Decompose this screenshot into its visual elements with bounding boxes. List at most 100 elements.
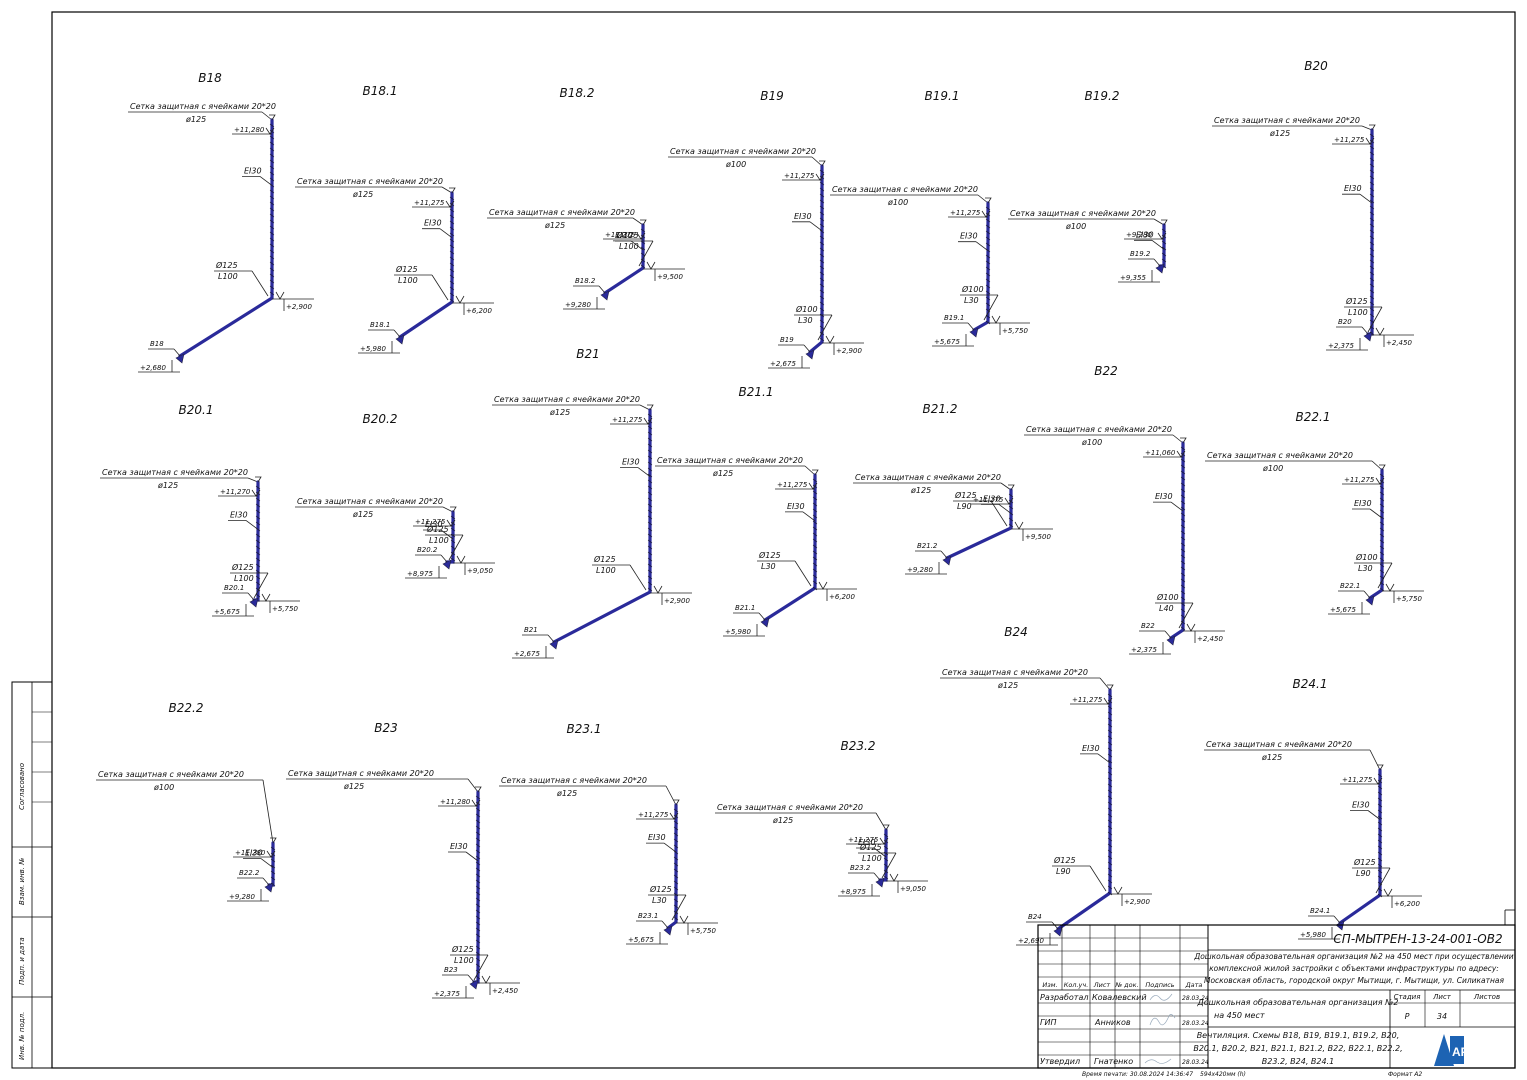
scheme-title: B23.2 [841,739,876,753]
fire-rating-label: EI30 [1352,801,1370,810]
elevation-base: +5,750 [272,605,298,613]
fire-rating-label: EI30 [1136,230,1154,239]
segment-length: L100 [1348,308,1368,317]
net-diameter: ø125 [549,408,570,417]
segment-diameter: Ø100 [1355,552,1378,562]
scheme-tag: B19.2 [1130,250,1151,258]
stamp-podp-data: Подп. и дата [18,937,26,985]
elevation-bottom: +2,680 [140,364,166,372]
segment-diameter: Ø100 [795,304,818,314]
drawing-line-3: В23.2, В24, В24.1 [1262,1057,1334,1066]
sheet-frame [51,11,1516,1069]
stamp-inv-podl: Инв. № подл. [18,1012,26,1060]
elevation-bottom: +5,675 [628,936,654,944]
elevation-bottom: +9,355 [1120,274,1146,282]
elevation-base: +2,900 [664,597,690,605]
role-gip: ГИП [1040,1018,1056,1027]
elevation-top: +11,275 [848,836,879,844]
scheme-tag: B19 [780,336,794,344]
scheme-title: B20.1 [179,403,214,417]
scheme-title: B19.2 [1085,89,1120,103]
stamp-vzam-inv: Взам. инв. № [18,857,26,905]
net-diameter: ø125 [1269,129,1290,138]
segment-diameter: Ø125 [451,944,474,954]
format-label: Формат А2 [1388,1071,1422,1078]
elevation-bottom: +2,375 [1131,646,1157,654]
stamp-soglasovano: Согласовано [18,763,26,810]
paper-size: 594x420мм (h) [1200,1071,1246,1078]
stage-header: Стадия [1394,993,1421,1001]
fire-rating-label: EI30 [1082,744,1100,753]
elevation-base: +9,050 [467,567,493,575]
scheme-title: B22.2 [169,701,204,715]
elevation-bottom: +2,690 [1018,937,1044,945]
net-diameter: ø125 [343,782,364,791]
elevation-bottom: +2,675 [514,650,540,658]
net-diameter: ø125 [185,115,206,124]
segment-diameter: Ø125 [616,230,639,240]
segment-length: L100 [218,272,238,281]
net-diameter: ø125 [772,816,793,825]
segment-length: L40 [1159,604,1174,613]
segment-length: L90 [1056,867,1071,876]
net-label: Сетка защитная с ячейками 20*20 [1010,209,1156,218]
scheme-title: B23.1 [567,722,602,736]
net-label: Сетка защитная с ячейками 20*20 [855,473,1001,482]
fire-rating-label: EI30 [794,212,812,221]
scheme-tag: B20 [1338,318,1352,326]
net-label: Сетка защитная с ячейками 20*20 [1026,425,1172,434]
net-diameter: ø125 [910,486,931,495]
fire-rating-label: EI30 [787,502,805,511]
segment-diameter: Ø125 [1353,857,1376,867]
net-diameter: ø125 [1261,753,1282,762]
elevation-base: +2,900 [286,303,312,311]
net-diameter: ø100 [725,160,746,169]
elevation-base: +5,750 [1002,327,1028,335]
net-label: Сетка защитная с ячейками 20*20 [98,770,244,779]
elevation-top: +11,060 [1145,449,1176,457]
elevation-top: +11,275 [950,209,981,217]
print-time: Время печати: 30.08.2024 14:36:47 [1082,1071,1193,1078]
drawing-line-1: Вентиляция. Схемы В18, В19, В19.1, В19.2… [1197,1031,1400,1040]
segment-length: L100 [862,854,882,863]
drawing-line-2: В20.1, В20.2, В21, В21.1, В21.2, В22, В2… [1193,1044,1402,1053]
duct-riser [1338,768,1382,925]
elevation-base: +9,500 [1025,533,1051,541]
segment-length: L100 [454,956,474,965]
sheet-value: 34 [1437,1012,1447,1021]
signature-1 [1149,993,1173,1001]
net-label: Сетка защитная с ячейками 20*20 [102,468,248,477]
fire-rating-label: EI30 [648,833,666,842]
date-gip: 28.03.24 [1182,1020,1209,1027]
net-diameter: ø125 [352,190,373,199]
signature-3 [1144,1058,1172,1064]
segment-length: L30 [798,316,813,325]
scheme-title: B23 [374,721,398,735]
fire-rating-label: EI30 [425,520,443,529]
segment-length: L100 [398,276,418,285]
scheme-tag: B21 [524,626,538,634]
net-label: Сетка защитная с ячейками 20*20 [657,456,803,465]
fire-rating-label: EI30 [230,510,248,519]
segment-diameter: Ø100 [1156,592,1179,602]
elevation-top: +11,275 [612,416,643,424]
elevation-base: +6,200 [466,307,492,315]
segment-diameter: Ø125 [954,490,977,500]
scheme-tag: B19.1 [944,314,964,322]
elevation-top: +9,280 [1126,231,1152,239]
net-label: Сетка защитная с ячейками 20*20 [1214,116,1360,125]
h-izm: Изм. [1042,981,1057,989]
scheme-title: B24 [1004,625,1028,639]
title-block: СП-МЫТРЕН-13-24-001-ОВ2 Дошкольная образ… [1037,924,1516,1078]
net-diameter: ø100 [887,198,908,207]
fire-rating-label: EI30 [245,849,263,858]
duct-riser [763,473,817,622]
fire-rating-label: EI30 [1354,499,1372,508]
